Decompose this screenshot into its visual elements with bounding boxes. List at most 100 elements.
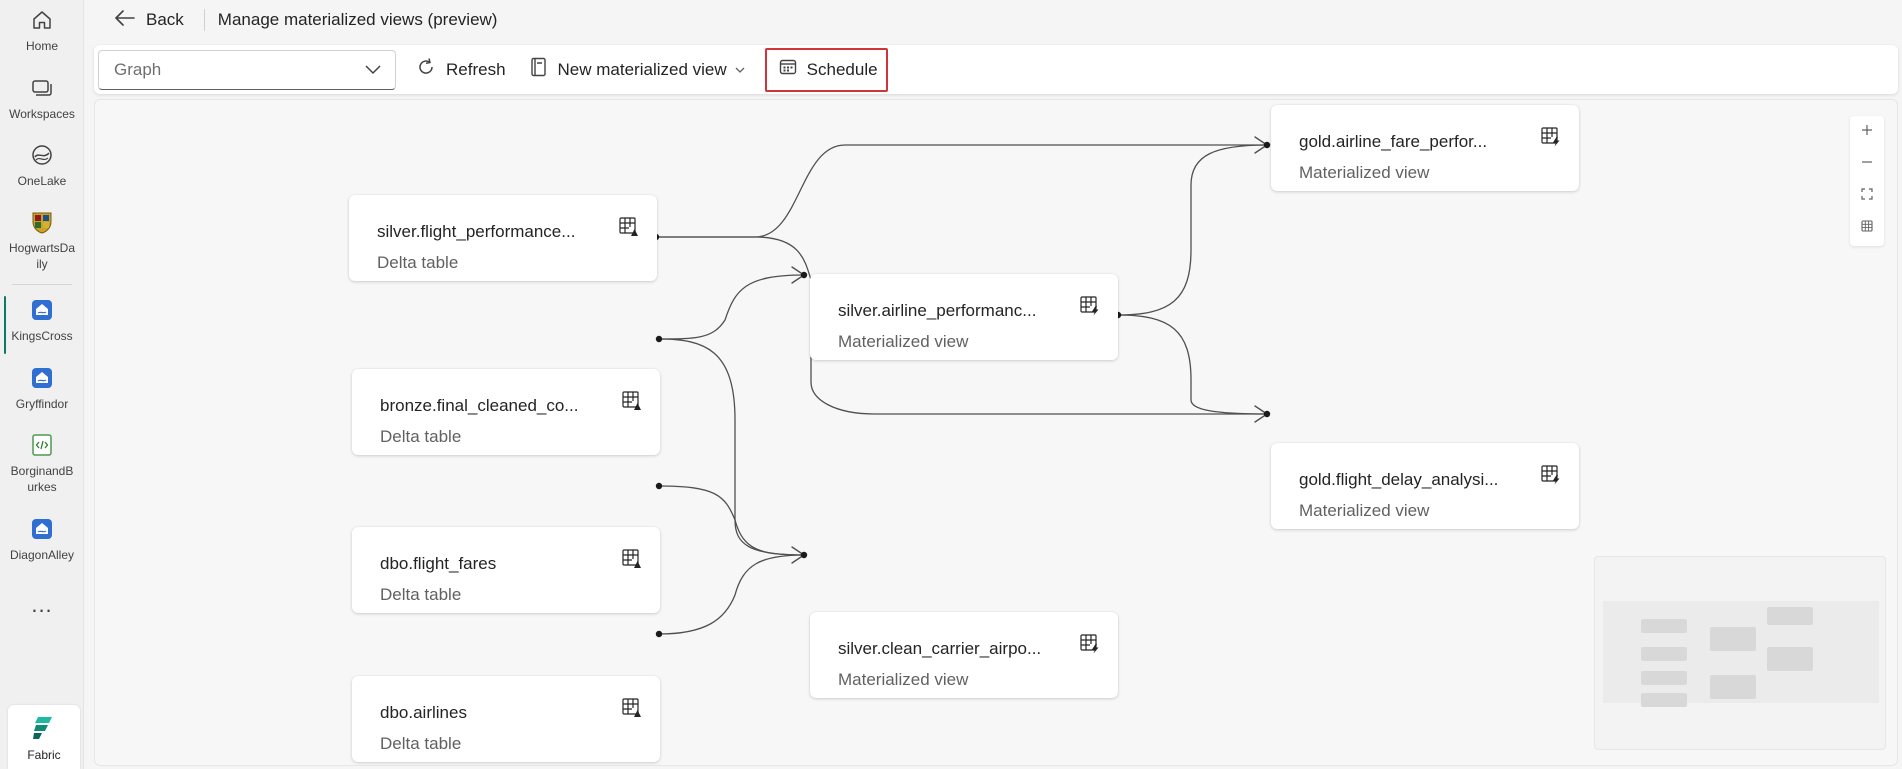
graph-node-materialized-view[interactable]: silver.clean_carrier_airpo... Materializ… [810, 612, 1118, 698]
grid-icon [1861, 219, 1873, 237]
materialized-view-icon [1541, 465, 1561, 485]
hogwarts-crest-icon [28, 208, 56, 236]
node-name: gold.airline_fare_perfor... [1299, 132, 1488, 151]
home-icon [28, 6, 56, 34]
minimap-node [1767, 647, 1813, 671]
materialized-view-icon [1080, 296, 1100, 316]
rail-item-onelake[interactable]: OneLake [0, 141, 84, 189]
edge-n4-n6 [658, 554, 805, 635]
calendar-icon [779, 58, 797, 81]
workspaces-icon [28, 74, 56, 102]
minimap-node [1767, 607, 1813, 625]
zoom-out-button[interactable] [1850, 148, 1884, 180]
fabric-switcher[interactable]: Fabric [8, 705, 80, 769]
page-title: Manage materialized views (preview) [217, 10, 498, 29]
graph-node-source-table[interactable]: bronze.final_cleaned_co... Delta table [352, 369, 660, 455]
node-type: Materialized view [838, 332, 969, 351]
view-select-value: Graph [114, 59, 162, 79]
back-button[interactable]: Back [96, 9, 204, 32]
minimap-node [1641, 693, 1687, 707]
new-materialized-view-label: New materialized view [557, 59, 727, 79]
graph-node-source-table[interactable]: silver.flight_performance... Delta table [349, 195, 657, 281]
rail-item-gryffindor[interactable]: Gryffindor [0, 364, 84, 412]
graph-node-materialized-view[interactable]: gold.flight_delay_analysi... Materialize… [1271, 443, 1579, 529]
delta-table-icon [622, 391, 642, 411]
top-bar: Back Manage materialized views (preview) [96, 0, 1902, 40]
divider [203, 9, 205, 31]
back-label: Back [146, 10, 184, 29]
rail-item-label: Home [25, 39, 58, 53]
minimap-node [1641, 619, 1687, 633]
edge-n1-n7 [656, 144, 1267, 238]
onelake-icon [28, 141, 56, 169]
node-name: dbo.flight_fares [380, 554, 497, 573]
rail-item-workspaces[interactable]: Workspaces [0, 74, 84, 122]
rail-item-label: DiagonAlley [9, 548, 75, 562]
node-type: Delta table [380, 585, 462, 604]
edge-n5-n8 [1117, 314, 1268, 415]
node-type: Delta table [380, 427, 462, 446]
new-materialized-view-button[interactable]: New materialized view [518, 50, 757, 90]
lakehouse-icon [28, 364, 56, 392]
rail-item-hogwartsdaily[interactable]: HogwartsDa ily [0, 208, 84, 272]
refresh-icon [416, 57, 436, 82]
node-type: Delta table [377, 253, 459, 272]
lakehouse-icon [28, 296, 56, 324]
zoom-controls [1850, 116, 1884, 246]
toolbar: Graph Refresh New materialized view Sche… [94, 45, 1898, 94]
node-name: dbo.airlines [380, 703, 467, 722]
graph-node-source-table[interactable]: dbo.flight_fares Delta table [352, 527, 660, 613]
node-name: silver.clean_carrier_airpo... [838, 639, 1042, 658]
rail-item-label: BorginandB urkes [10, 464, 74, 494]
delta-table-icon [622, 698, 642, 718]
rail-item-label: HogwartsDa ily [8, 241, 76, 271]
minimap-node [1641, 647, 1687, 661]
node-name: bronze.final_cleaned_co... [380, 396, 579, 415]
edge-n2-n6 [658, 338, 805, 556]
notebook-icon [530, 57, 548, 82]
left-rail: Home Workspaces OneLake HogwartsDa ily K… [0, 0, 84, 769]
delta-table-icon [619, 217, 639, 237]
graph-node-materialized-view[interactable]: silver.airline_performanc... Materialize… [810, 274, 1118, 360]
chevron-down-icon [735, 64, 745, 76]
node-name: gold.flight_delay_analysi... [1299, 470, 1499, 489]
rail-item-home[interactable]: Home [0, 6, 84, 54]
node-type: Materialized view [838, 670, 969, 689]
zoom-in-button[interactable] [1850, 116, 1884, 148]
edge-n3-n6 [658, 485, 805, 556]
more-icon[interactable]: ... [31, 592, 53, 617]
fabric-label: Fabric [27, 748, 61, 762]
materialized-view-icon [1080, 634, 1100, 654]
chevron-down-icon [365, 60, 381, 80]
view-select[interactable]: Graph [98, 49, 396, 90]
fit-view-button[interactable] [1850, 180, 1884, 212]
rail-item-kingscross[interactable]: KingsCross [0, 296, 84, 354]
edge-n5-n7 [1117, 144, 1268, 316]
rail-divider [12, 284, 72, 285]
notebook-icon [28, 431, 56, 459]
minimap-node [1641, 671, 1687, 685]
graph-node-source-table[interactable]: dbo.airlines Delta table [352, 676, 660, 762]
edge-n2-n5 [658, 274, 805, 340]
delta-table-icon [622, 549, 642, 569]
fabric-logo-icon [30, 713, 58, 744]
minimap-node [1710, 627, 1756, 651]
node-type: Materialized view [1299, 163, 1430, 182]
fit-to-screen-icon [1861, 187, 1873, 205]
lineage-graph-canvas[interactable]: silver.flight_performance... Delta table… [94, 99, 1898, 766]
rail-item-label: KingsCross [11, 329, 73, 343]
schedule-button[interactable]: Schedule [764, 47, 888, 92]
graph-node-materialized-view[interactable]: gold.airline_fare_perfor... Materialized… [1271, 105, 1579, 191]
plus-icon [1861, 123, 1873, 141]
refresh-button[interactable]: Refresh [404, 50, 518, 90]
materialized-view-icon [1541, 127, 1561, 147]
node-type: Materialized view [1299, 501, 1430, 520]
rail-item-diagonalley[interactable]: DiagonAlley [0, 515, 84, 563]
minus-icon [1861, 155, 1873, 173]
minimap-toggle-button[interactable] [1850, 212, 1884, 244]
rail-item-borginandburkes[interactable]: BorginandB urkes [0, 431, 84, 495]
node-type: Delta table [380, 734, 462, 753]
rail-item-label: Gryffindor [15, 397, 69, 411]
minimap[interactable] [1594, 556, 1886, 750]
rail-item-label: OneLake [17, 174, 67, 188]
